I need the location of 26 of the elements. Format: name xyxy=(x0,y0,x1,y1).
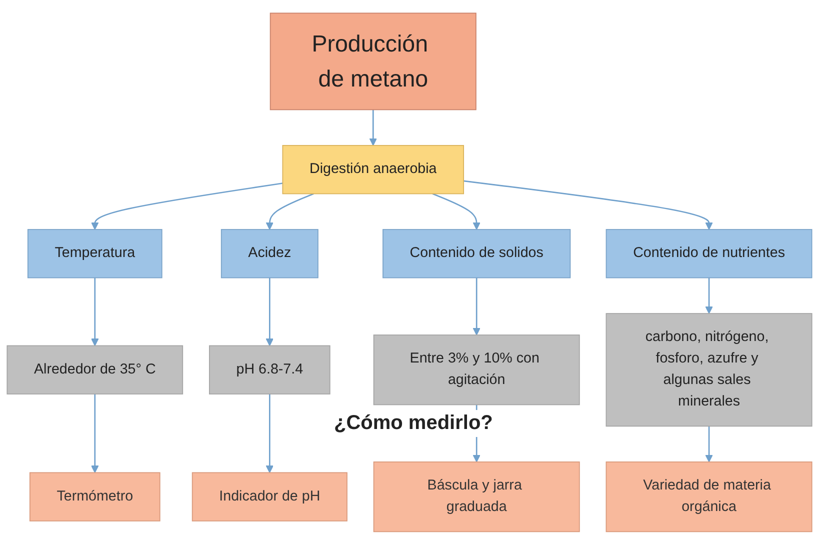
arrow xyxy=(90,182,283,230)
arrow xyxy=(266,193,314,230)
arrow xyxy=(90,278,99,346)
node-box: Contenido de solidos xyxy=(382,229,571,278)
node-box: Producción de metano xyxy=(270,12,476,110)
node-box: Acidez xyxy=(220,229,318,278)
node-box: Variedad de materia orgánica xyxy=(606,462,812,532)
arrow xyxy=(705,278,713,314)
arrow xyxy=(369,110,378,146)
node-box: Entre 3% y 10% con agitación xyxy=(373,334,580,406)
node-box: carbono, nitrógeno, fosforo, azufre y algunas sales minerales xyxy=(606,313,812,427)
node-box: Indicador de pH xyxy=(192,472,348,522)
arrow xyxy=(472,278,481,336)
arrow xyxy=(266,394,274,474)
arrow xyxy=(432,193,481,230)
node-box: Digestión anaerobia xyxy=(282,145,464,194)
arrow xyxy=(463,180,713,230)
arrow xyxy=(266,278,274,346)
node-box: Contenido de nutrientes xyxy=(606,229,812,278)
node-box: Báscula y jarra graduada xyxy=(373,462,580,532)
node-box: Termómetro xyxy=(29,472,160,522)
arrow xyxy=(90,394,99,474)
node-box: Temperatura xyxy=(27,229,162,278)
node-box: Alrededor de 35° C xyxy=(6,345,184,395)
node-box: pH 6.8-7.4 xyxy=(208,345,330,395)
arrow xyxy=(705,426,713,462)
